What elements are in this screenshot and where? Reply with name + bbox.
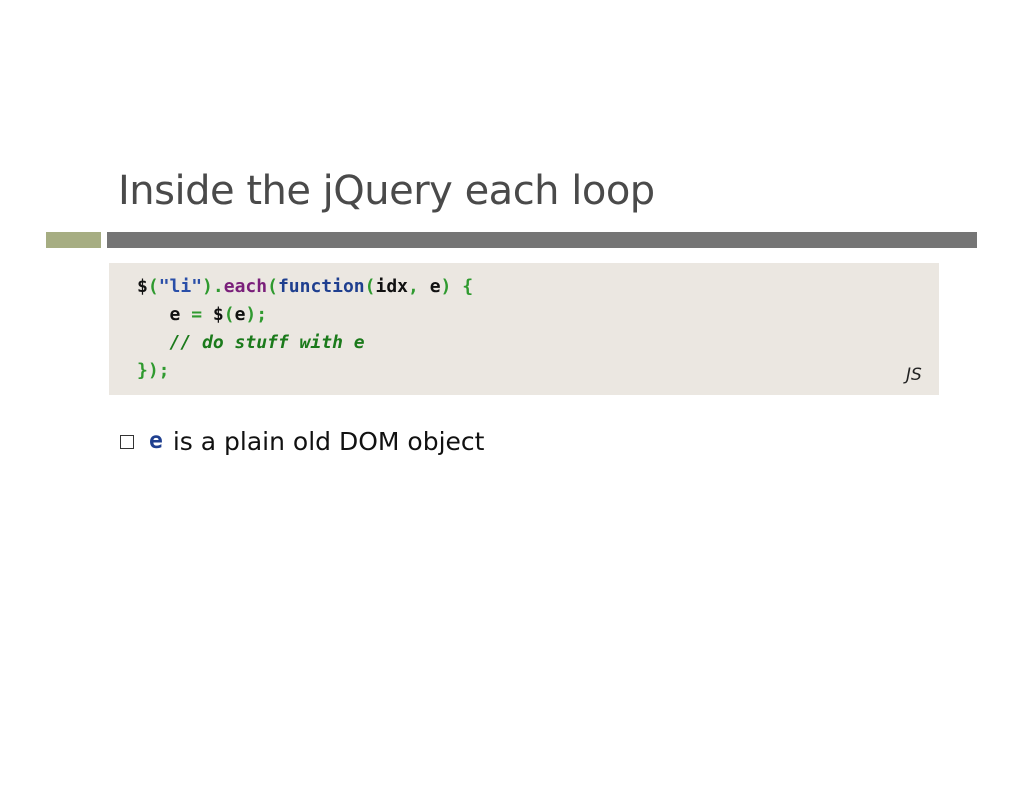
code-block bbox=[109, 263, 939, 395]
bullet-item: e is a plain old DOM object bbox=[120, 424, 484, 458]
code-token: e bbox=[429, 276, 441, 297]
slide-title: Inside the jQuery each loop bbox=[118, 168, 655, 214]
code-token: "li" bbox=[158, 276, 203, 297]
code-token: }); bbox=[137, 360, 170, 381]
bullet-text: is a plain old DOM object bbox=[172, 426, 485, 456]
code-token: e bbox=[234, 304, 246, 325]
title-rule-accent bbox=[46, 232, 101, 248]
code-listing: $("li").each(function(idx, e) { e = $(e)… bbox=[137, 273, 473, 385]
code-token: idx bbox=[375, 276, 408, 297]
code-token: $ bbox=[202, 304, 224, 325]
code-token: each bbox=[223, 276, 268, 297]
code-line: $("li").each(function(idx, e) { bbox=[137, 273, 473, 301]
bullet-code-term: e bbox=[149, 428, 163, 454]
code-token: ). bbox=[202, 276, 224, 297]
code-token: ( bbox=[147, 276, 159, 297]
title-rule-bar bbox=[107, 232, 977, 248]
code-line: }); bbox=[137, 357, 473, 385]
code-token: ); bbox=[245, 304, 268, 325]
code-language-label: JS bbox=[906, 365, 922, 385]
code-line: // do stuff with e bbox=[137, 329, 473, 357]
code-token: // do stuff with e bbox=[169, 332, 365, 353]
code-line: e = $(e); bbox=[137, 301, 473, 329]
code-token: , bbox=[408, 276, 430, 297]
code-token: $ bbox=[137, 276, 148, 297]
code-token: ( bbox=[223, 304, 235, 325]
code-token: e bbox=[137, 304, 192, 325]
code-token bbox=[137, 332, 170, 353]
code-token: ) { bbox=[440, 276, 474, 297]
code-token: ( bbox=[364, 276, 376, 297]
square-bullet-icon bbox=[120, 435, 134, 449]
code-token: = bbox=[191, 304, 203, 325]
code-token: function bbox=[277, 276, 365, 297]
code-token: ( bbox=[267, 276, 278, 297]
